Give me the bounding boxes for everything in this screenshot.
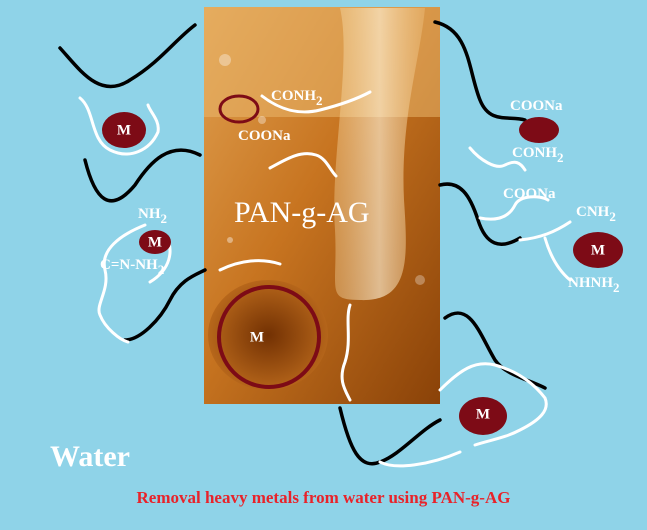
metal-ion-right <box>573 232 623 268</box>
chain-right-low <box>443 311 547 390</box>
metal-ion-gel-large <box>217 285 321 389</box>
group-label-conh2: CONH2 <box>271 88 323 108</box>
chain-right-mid <box>438 182 522 246</box>
wchain-right-low <box>518 220 572 282</box>
chain-bottom <box>338 406 442 466</box>
group-label-cnh2: CNH2 <box>576 204 616 224</box>
chain-left-low <box>123 268 207 342</box>
wchain-right-mid <box>478 195 550 221</box>
wchain-right-top <box>468 146 527 172</box>
metal-ion-right-top <box>519 117 559 143</box>
group-label-coona: COONa <box>510 98 563 114</box>
group-label-c-n-nh2: C=N-NH2 <box>100 257 165 277</box>
wchain-top-left <box>78 96 160 156</box>
wchain-bottom <box>378 450 462 468</box>
metal-ion-top-left <box>102 112 146 148</box>
figure-caption: Removal heavy metals from water using PA… <box>136 488 511 507</box>
chain-top-right <box>433 20 527 122</box>
metal-ion-left <box>139 230 171 254</box>
group-label-nh2: NH2 <box>138 206 167 226</box>
metal-symbol: M <box>249 329 265 346</box>
group-label-conh2: CONH2 <box>512 145 564 165</box>
metal-ion-bottom <box>459 397 507 435</box>
medium-label: Water <box>50 440 130 473</box>
wchain-gel-low <box>340 303 352 402</box>
metal-symbol: M <box>147 234 163 251</box>
metal-symbol: M <box>116 122 132 139</box>
chain-top-left <box>58 23 197 89</box>
wchain-top-gel <box>260 90 372 114</box>
group-label-coona: COONa <box>238 128 291 144</box>
metal-symbol: M <box>475 406 491 423</box>
wchain-gel-left <box>218 259 282 272</box>
gel-photo-panel <box>204 7 440 404</box>
group-label-coona: COONa <box>503 186 556 202</box>
metal-ions <box>102 94 623 435</box>
wchain-left <box>97 223 147 344</box>
center-label: PAN-g-AG <box>234 196 370 229</box>
wchain-bottom-right <box>438 362 548 447</box>
group-label-nhnh2: NHNH2 <box>568 275 620 295</box>
white-chains <box>78 90 572 468</box>
chain-left-mid <box>83 148 202 203</box>
metal-ion-gel-small <box>218 94 260 124</box>
wchain-gel-mid <box>268 152 338 178</box>
metal-symbol: M <box>590 242 606 259</box>
